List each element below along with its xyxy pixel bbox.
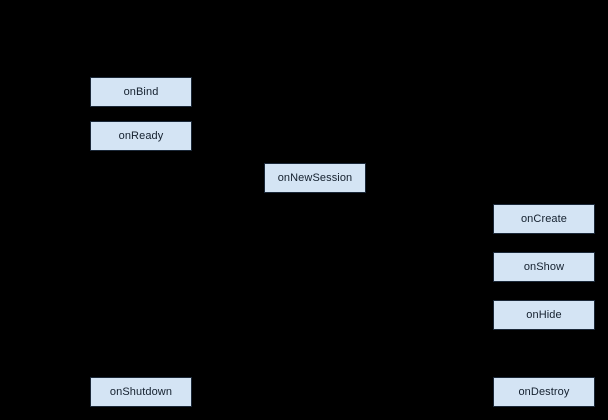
- node-on-shutdown[interactable]: onShutdown: [90, 377, 192, 407]
- node-on-hide[interactable]: onHide: [493, 300, 595, 330]
- node-label-on-ready: onReady: [118, 129, 164, 142]
- node-on-bind[interactable]: onBind: [90, 77, 192, 107]
- node-label-on-destroy: onDestroy: [518, 385, 570, 398]
- node-label-on-hide: onHide: [526, 308, 562, 321]
- node-label-on-show: onShow: [523, 260, 565, 273]
- node-on-show[interactable]: onShow: [493, 252, 595, 282]
- node-on-destroy[interactable]: onDestroy: [493, 377, 595, 407]
- node-label-on-create: onCreate: [520, 212, 568, 225]
- node-label-on-new-session: onNewSession: [277, 171, 353, 184]
- node-label-on-bind: onBind: [123, 85, 159, 98]
- node-on-ready[interactable]: onReady: [90, 121, 192, 151]
- node-on-create[interactable]: onCreate: [493, 204, 595, 234]
- node-label-on-shutdown: onShutdown: [109, 385, 173, 398]
- node-on-new-session[interactable]: onNewSession: [264, 163, 366, 193]
